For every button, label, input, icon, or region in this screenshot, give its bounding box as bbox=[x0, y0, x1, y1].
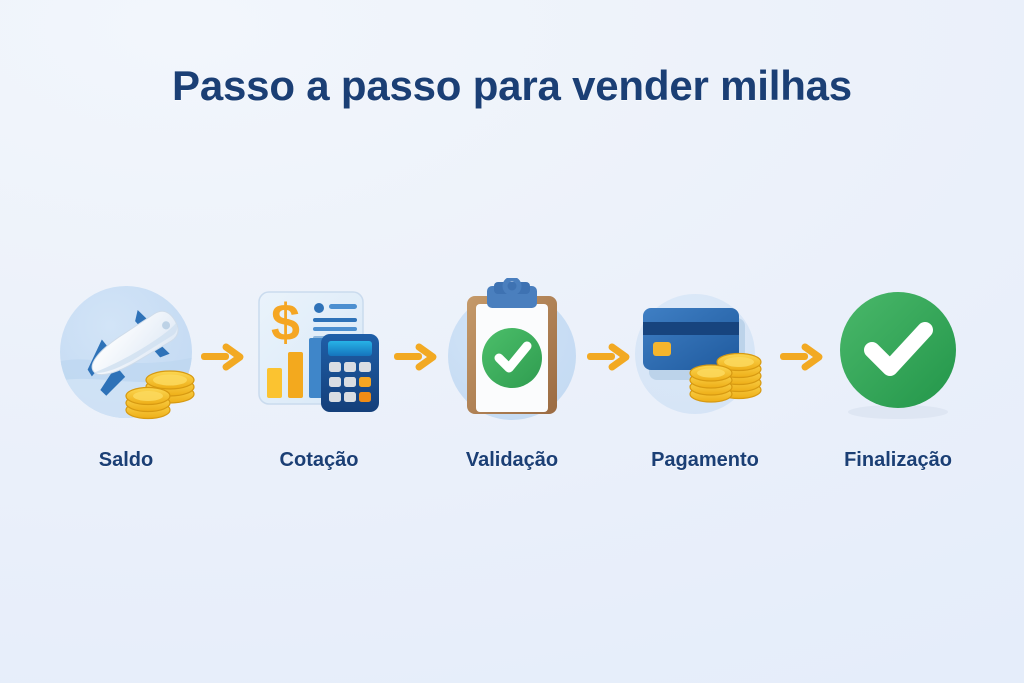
step-label-cotacao: Cotação bbox=[279, 448, 359, 471]
airplane-coins-icon bbox=[60, 310, 195, 420]
arrow-3 bbox=[586, 342, 631, 372]
labels-row: Saldo Cotação Validação Pagamento Finali… bbox=[52, 443, 972, 477]
green-check-circle-icon bbox=[840, 292, 956, 419]
arrow-4 bbox=[779, 342, 824, 372]
quote-calculator-icon: $ bbox=[258, 291, 379, 412]
step-label-finalizacao: Finalização bbox=[844, 448, 952, 471]
page-title: Passo a passo para vender milhas bbox=[172, 62, 852, 109]
svg-text:$: $ bbox=[271, 294, 300, 352]
step-pagamento[interactable] bbox=[631, 278, 779, 430]
step-label-pagamento: Pagamento bbox=[651, 448, 759, 471]
clipboard-check-icon bbox=[467, 278, 557, 414]
arrow-1 bbox=[200, 342, 245, 372]
step-cotacao[interactable]: $ bbox=[245, 278, 393, 430]
step-label-saldo: Saldo bbox=[98, 448, 154, 471]
arrow-2 bbox=[393, 342, 438, 372]
step-validacao[interactable] bbox=[438, 278, 586, 430]
step-saldo[interactable] bbox=[52, 278, 200, 430]
steps-row: $ bbox=[52, 278, 972, 430]
step-finalizacao[interactable] bbox=[824, 278, 972, 430]
step-label-validacao: Validação bbox=[465, 448, 559, 471]
credit-card-coins-icon bbox=[643, 308, 762, 403]
